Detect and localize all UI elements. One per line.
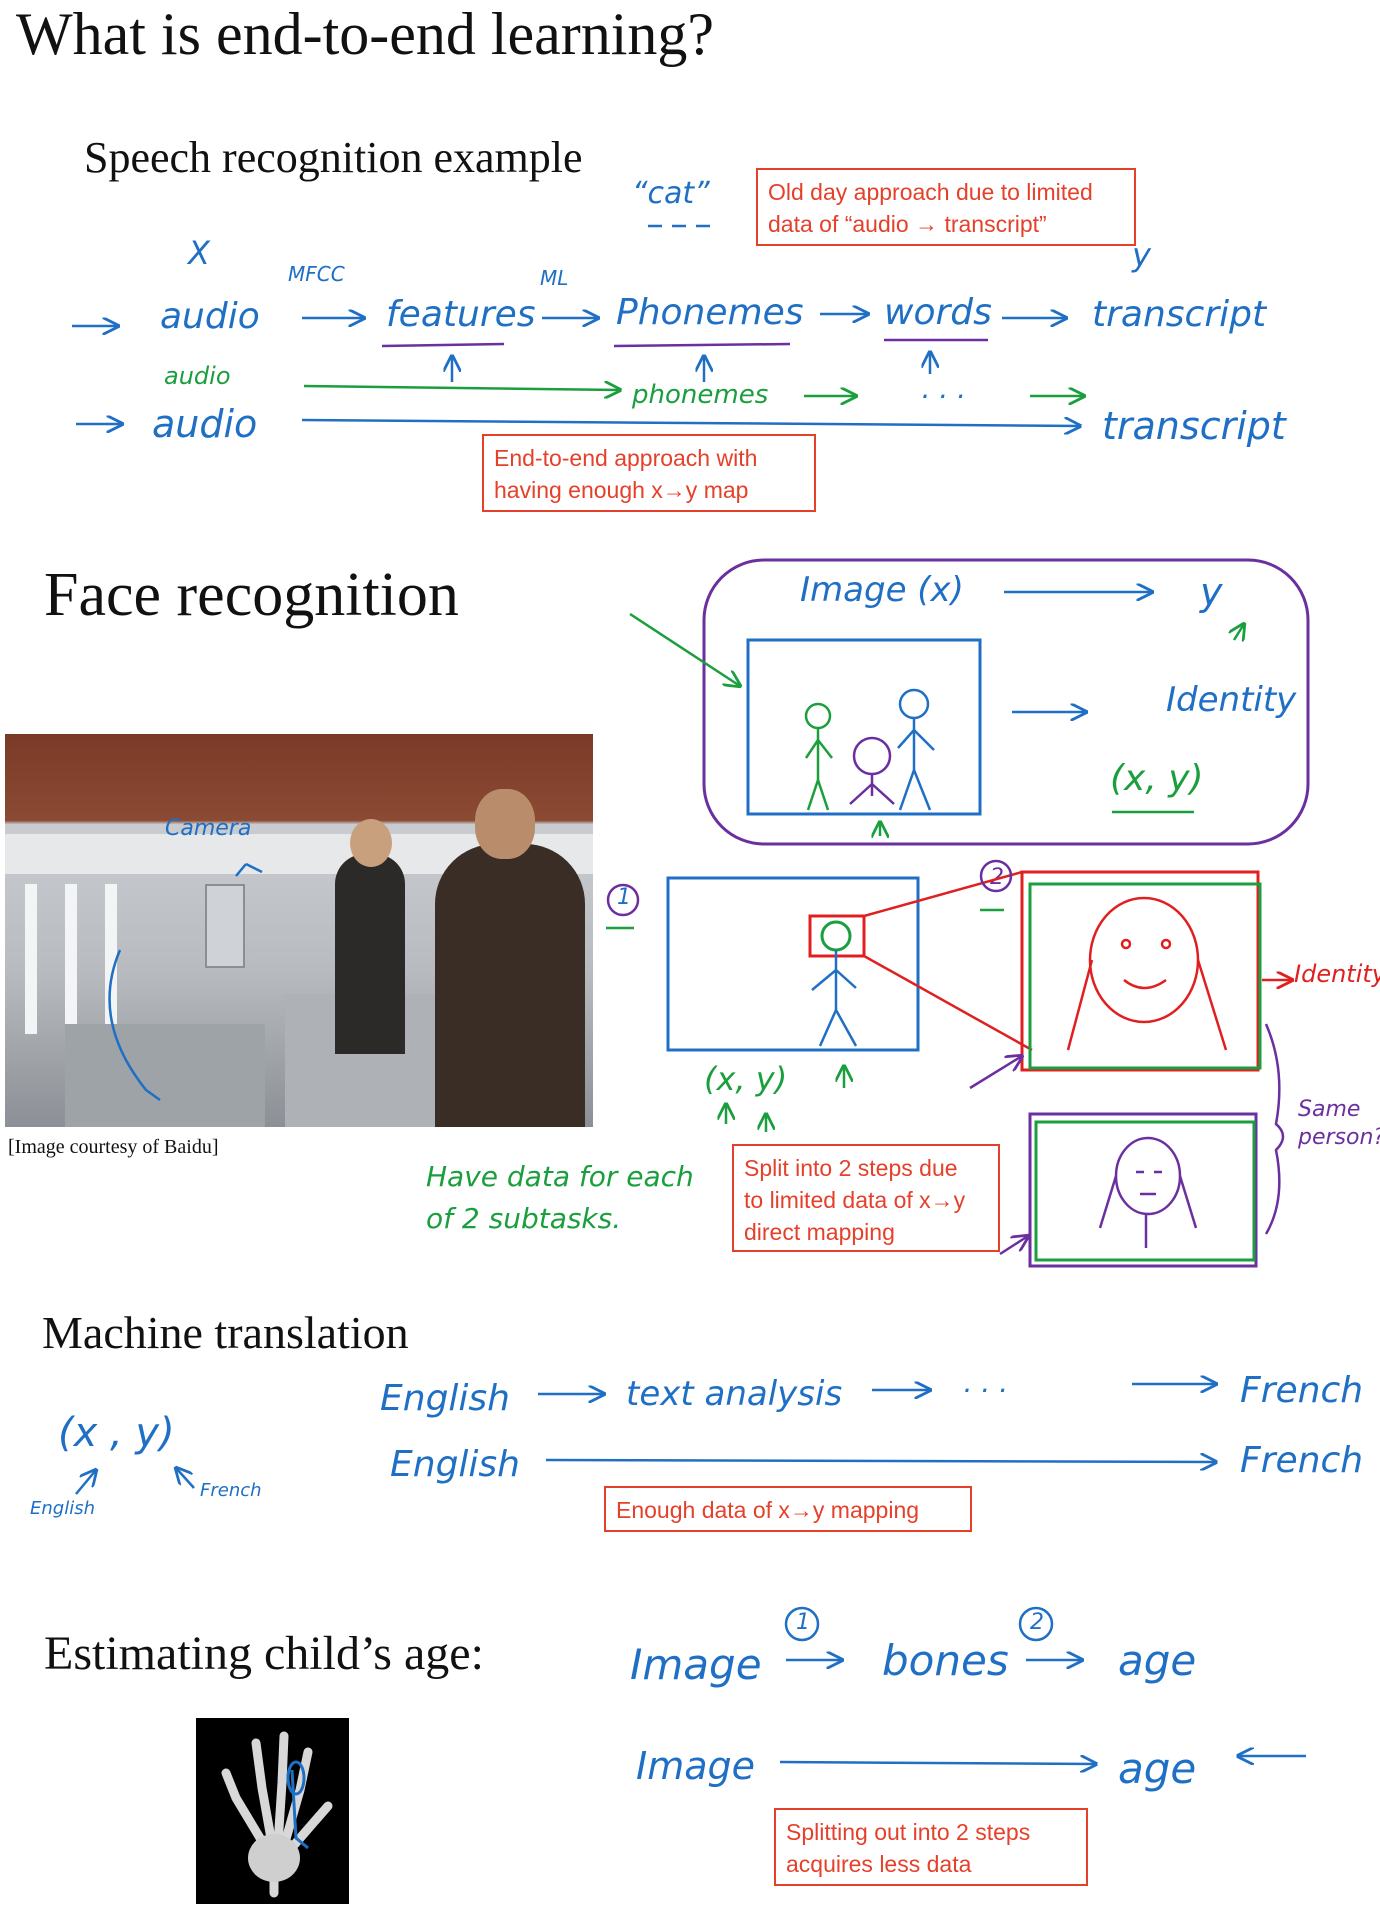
stick-figure-icon — [811, 950, 858, 1047]
face-image-x-label: Image (x) — [800, 570, 964, 610]
up-arrow-icon — [1234, 624, 1244, 640]
face-sketch-icon — [1066, 896, 1228, 1051]
face-heading: Face recognition — [44, 561, 459, 629]
age-row2-image: Image — [636, 1744, 756, 1788]
note-old-approach: Old day approach due to limited data of … — [756, 168, 1136, 246]
speech-heading: Speech recognition example — [84, 133, 583, 182]
speech-cat-label: “cat” — [632, 176, 710, 211]
face-xy2-label: (x, y) — [704, 1060, 788, 1098]
speech-e2e-transcript: transcript — [1102, 404, 1286, 448]
speech-pipeline-transcript: transcript — [1092, 294, 1267, 335]
mt-row1-english: English — [380, 1378, 510, 1419]
mt-french-small: French — [200, 1480, 262, 1501]
speech-pipeline-words: words — [884, 292, 992, 333]
mt-row1-text-analysis: text analysis — [626, 1374, 843, 1414]
note-e2e-approach: End-to-end approach with having enough x… — [482, 434, 816, 512]
arrow-icon — [545, 1460, 1216, 1462]
speech-phonemes-small: phonemes — [632, 380, 769, 410]
speech-x-label: X — [188, 234, 210, 272]
stick-figure-icon — [897, 688, 935, 811]
mt-xy: (x , y) — [58, 1410, 175, 1456]
face-step1-label: 1 — [617, 885, 631, 910]
speech-mfcc-label: MFCC — [288, 262, 345, 286]
face-xy-label: (x, y) — [1110, 758, 1204, 799]
photo-courtesy: [Image courtesy of Baidu] — [8, 1136, 219, 1158]
note-split-steps: Split into 2 steps due to limited data o… — [732, 1144, 1000, 1252]
age-heading: Estimating child’s age: — [44, 1627, 484, 1680]
arrow-icon — [999, 1236, 1028, 1256]
baidu-gate-photo: Camera — [5, 734, 593, 1127]
mt-row2-french: French — [1240, 1440, 1364, 1481]
face-same-person: Same person? — [1298, 1097, 1380, 1150]
note-splitting: Splitting out into 2 steps acquires less… — [774, 1808, 1088, 1886]
speech-pipeline-phonemes: Phonemes — [616, 292, 804, 333]
mt-english-small: English — [30, 1498, 95, 1519]
age-row1-bones: bones — [882, 1636, 1009, 1685]
age-row1-image: Image — [630, 1640, 762, 1689]
age-row2-age: age — [1118, 1744, 1197, 1793]
mt-heading: Machine translation — [42, 1307, 409, 1358]
speech-audio-small: audio — [164, 362, 231, 390]
speech-dots: · · · — [920, 380, 965, 413]
camera-frame — [746, 638, 982, 816]
photo-camera-label: Camera — [165, 816, 252, 841]
speech-ml-label: ML — [540, 266, 569, 290]
face-identity-red: Identity — [1294, 960, 1380, 988]
face-step2-label: 2 — [990, 865, 1004, 890]
face-y-label: y — [1200, 570, 1223, 614]
face-have-data: Have data for each of 2 subtasks. — [426, 1160, 694, 1235]
up-arrow-icon — [176, 1468, 195, 1489]
speech-pipeline-audio: audio — [160, 296, 260, 337]
stick-figure-icon — [804, 702, 833, 811]
up-arrow-icon — [75, 1470, 96, 1495]
face-e2e-box — [702, 558, 1310, 846]
arrow-icon — [969, 1056, 1022, 1090]
face-identity-label: Identity — [1166, 680, 1297, 720]
age-row1-age: age — [1118, 1636, 1197, 1685]
stick-figure-icon — [849, 736, 895, 805]
arrow-icon — [301, 420, 1080, 426]
mt-row1-dots: · · · — [962, 1374, 1007, 1407]
mt-row2-english: English — [390, 1444, 520, 1485]
speech-pipeline-features: features — [386, 294, 536, 335]
page-title: What is end-to-end learning? — [16, 1, 715, 67]
age-step2: 2 — [1030, 1610, 1044, 1635]
arrow-icon — [779, 1762, 1096, 1764]
speech-y-label: y — [1132, 236, 1151, 274]
face-sketch-icon — [1098, 1136, 1198, 1248]
hand-xray-image — [196, 1718, 349, 1904]
age-step1: 1 — [796, 1610, 810, 1635]
arrow-icon — [303, 386, 620, 390]
mt-row1-french: French — [1240, 1370, 1364, 1411]
note-enough-data: Enough data of x→y mapping — [604, 1486, 972, 1532]
speech-e2e-audio: audio — [152, 402, 258, 446]
step1-frame — [666, 876, 920, 1052]
